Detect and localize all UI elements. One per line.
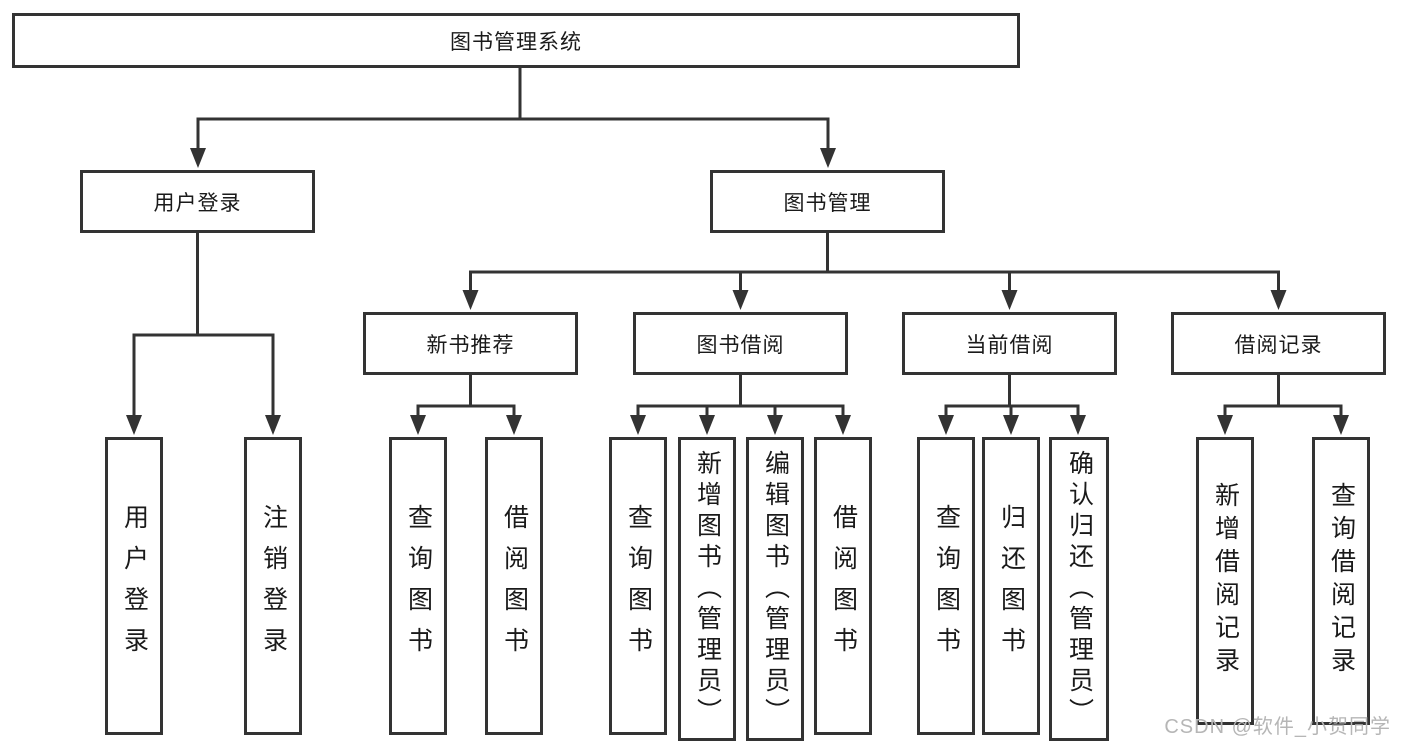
- node-user-login: 用户登录: [80, 170, 315, 233]
- leaf-query-books-borrow: 查询图书: [609, 437, 667, 735]
- leaf-confirm-return-admin: 确认归还（管理员）: [1049, 437, 1109, 741]
- arrowheads-level2: [190, 148, 836, 168]
- leaf-query-books-current: 查询图书: [917, 437, 975, 735]
- leaf-borrow-books: 借阅图书: [814, 437, 872, 735]
- csdn-watermark: CSDN @软件_小贺同学: [1164, 716, 1391, 738]
- arrowheads-level3: [462, 290, 1287, 310]
- connector-book-borrow-to-leaves: [636, 375, 845, 417]
- node-book-borrow: 图书借阅: [633, 312, 848, 375]
- connector-borrow-records-to-leaves: [1223, 375, 1343, 417]
- node-root-library-system: 图书管理系统: [12, 13, 1020, 68]
- node-new-book-recommend: 新书推荐: [363, 312, 578, 375]
- leaf-query-books-recommend: 查询图书: [389, 437, 447, 735]
- leaf-user-login: 用户登录: [105, 437, 163, 735]
- connector-book-mgmt-to-level3: [469, 233, 1280, 292]
- node-current-borrow: 当前借阅: [902, 312, 1117, 375]
- connector-user-login-to-leaves: [132, 233, 275, 417]
- leaf-return-books: 归还图书: [982, 437, 1040, 735]
- leaf-logout: 注销登录: [244, 437, 302, 735]
- leaf-add-borrow-record: 新增借阅记录: [1196, 437, 1254, 725]
- leaf-query-borrow-record: 查询借阅记录: [1312, 437, 1370, 725]
- leaf-add-books-admin: 新增图书（管理员）: [678, 437, 736, 741]
- connector-new-book-recommend-to-leaves: [416, 375, 516, 417]
- arrowheads-leaves: [126, 415, 1349, 435]
- connector-root-to-level2: [196, 68, 830, 150]
- connector-current-borrow-to-leaves: [944, 375, 1080, 417]
- leaf-edit-books-admin: 编辑图书（管理员）: [746, 437, 804, 741]
- leaf-borrow-books-recommend: 借阅图书: [485, 437, 543, 735]
- node-book-management: 图书管理: [710, 170, 945, 233]
- node-borrow-records: 借阅记录: [1171, 312, 1386, 375]
